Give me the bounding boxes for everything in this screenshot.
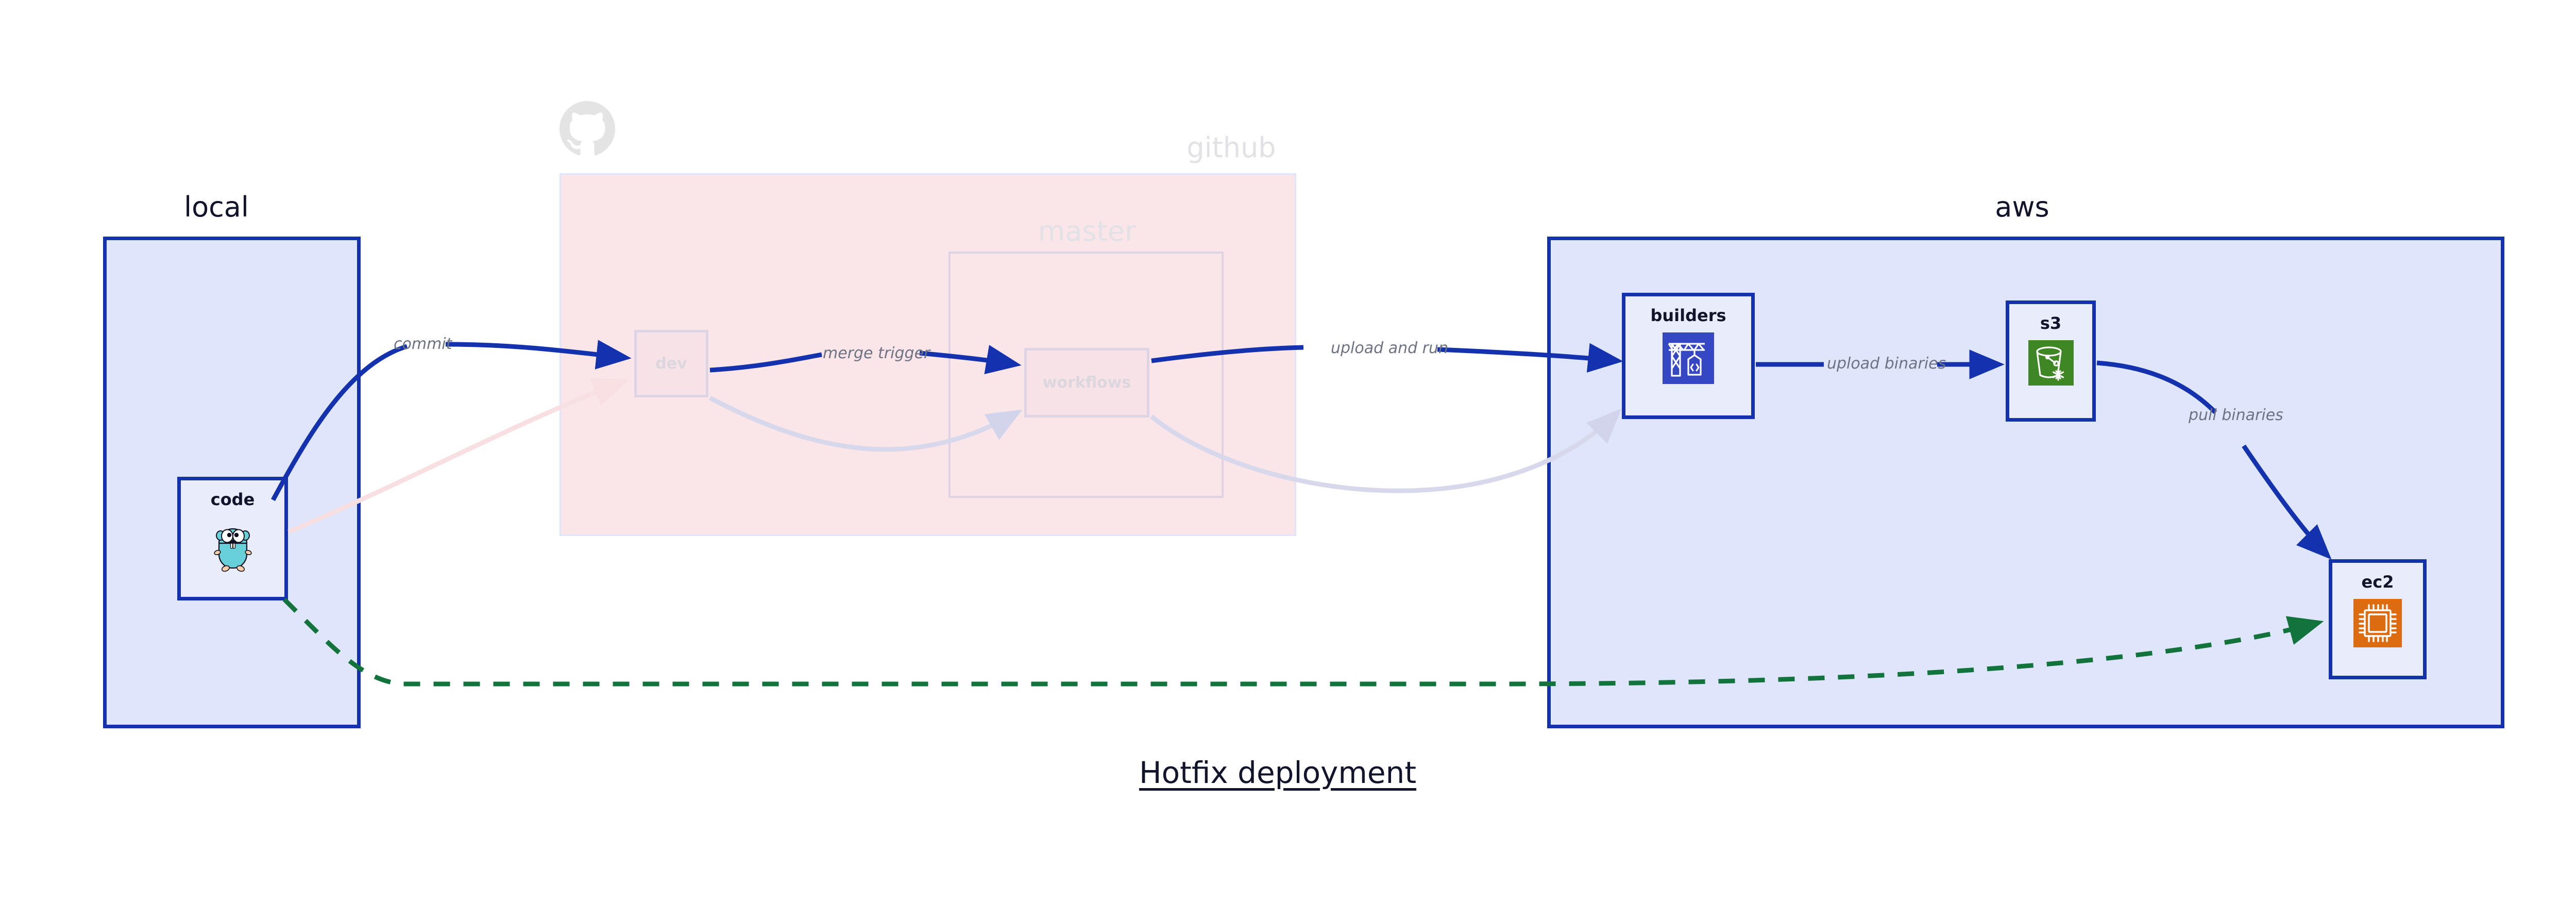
subzone-master (948, 252, 1224, 498)
node-code[interactable]: code (177, 477, 288, 600)
edge-label-upload-and-run: upload and run (1331, 339, 1449, 357)
edge-label-upload-binaries: upload binaries (1827, 355, 1946, 373)
node-builders[interactable]: builders (1622, 293, 1755, 419)
cpu-chip-icon (2353, 599, 2402, 650)
node-s3-label: s3 (2040, 313, 2062, 333)
node-code-label: code (210, 490, 255, 509)
edge-label-merge-trigger: merge trigger (823, 344, 930, 362)
github-octocat-icon (560, 101, 615, 157)
zone-label-github: github (1187, 131, 1276, 164)
crane-code-icon (1663, 332, 1714, 387)
node-ec2[interactable]: ec2 (2329, 559, 2427, 679)
diagram-title: Hotfix deployment (1139, 755, 1417, 790)
subzone-label-master: master (1038, 215, 1137, 247)
edge-label-commit: commit (394, 335, 452, 353)
node-workflows[interactable]: workflows (1024, 348, 1149, 417)
s3-bucket-icon (2028, 340, 2074, 388)
node-s3[interactable]: s3 (2006, 300, 2096, 422)
zone-label-local: local (184, 191, 249, 223)
node-builders-label: builders (1650, 306, 1726, 325)
node-ec2-label: ec2 (2361, 572, 2394, 592)
go-gopher-icon (209, 516, 257, 576)
node-workflows-label: workflows (1042, 374, 1131, 392)
zone-label-aws: aws (1995, 191, 2049, 223)
node-dev-label: dev (655, 355, 687, 373)
node-dev[interactable]: dev (634, 330, 708, 397)
edge-label-pull-binaries: pull binaries (2189, 406, 2283, 424)
